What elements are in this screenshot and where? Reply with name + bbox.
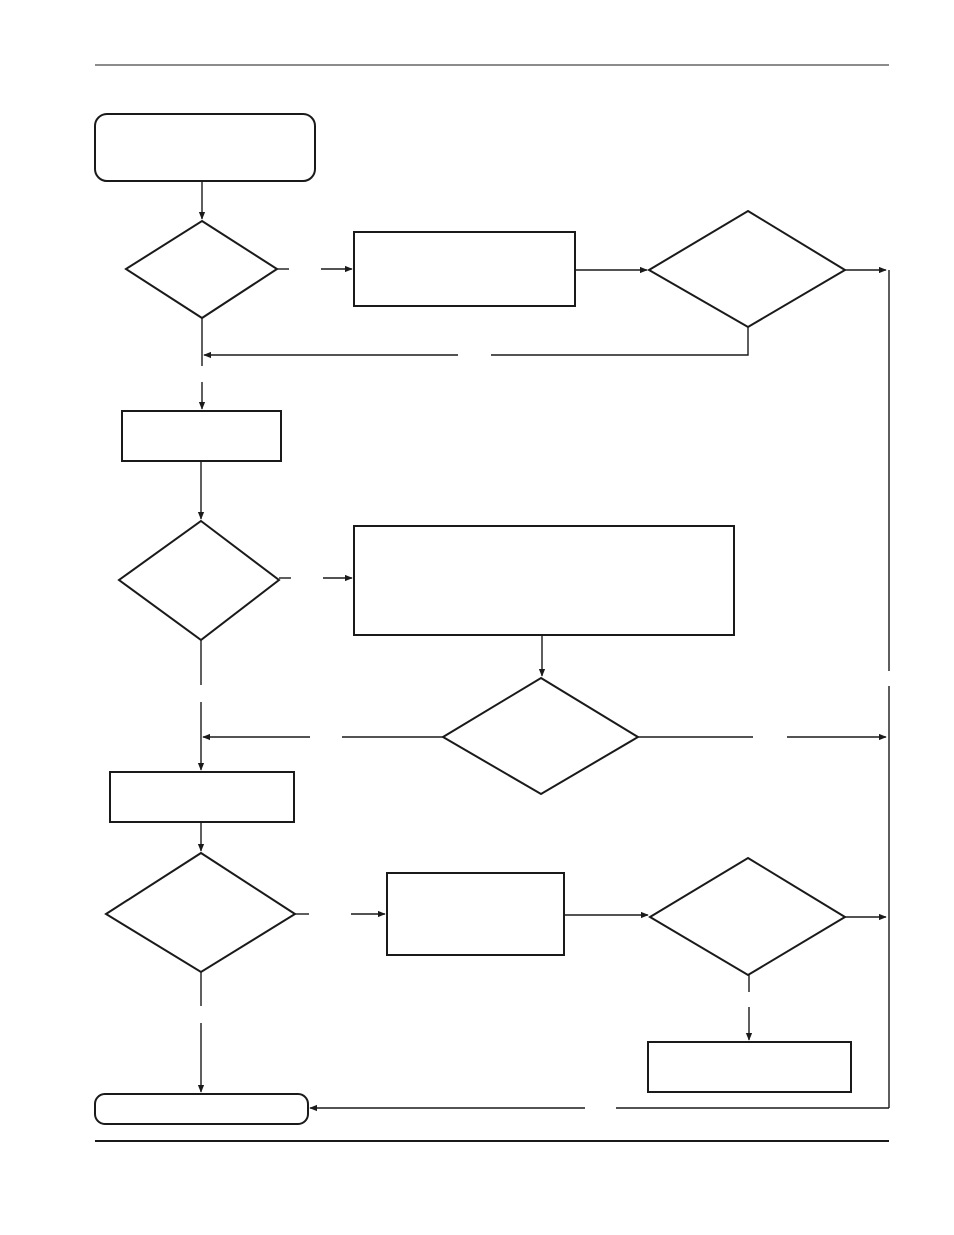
decision-1b-diamond	[647, 209, 847, 329]
action-3-box	[353, 525, 735, 636]
start-box	[94, 113, 316, 182]
connector-decision-1b-down	[491, 327, 749, 356]
action-1-box	[353, 231, 576, 307]
end-box	[94, 1093, 309, 1125]
action-5-box	[386, 872, 565, 956]
decision-4-diamond	[104, 851, 297, 974]
decision-1-diamond	[124, 219, 279, 320]
decision-3-diamond	[441, 676, 640, 796]
decision-2-diamond	[117, 519, 281, 642]
action-2-box	[121, 410, 282, 462]
decision-5-diamond	[648, 856, 847, 977]
action-6-box	[647, 1041, 852, 1093]
action-4-box	[109, 771, 295, 823]
